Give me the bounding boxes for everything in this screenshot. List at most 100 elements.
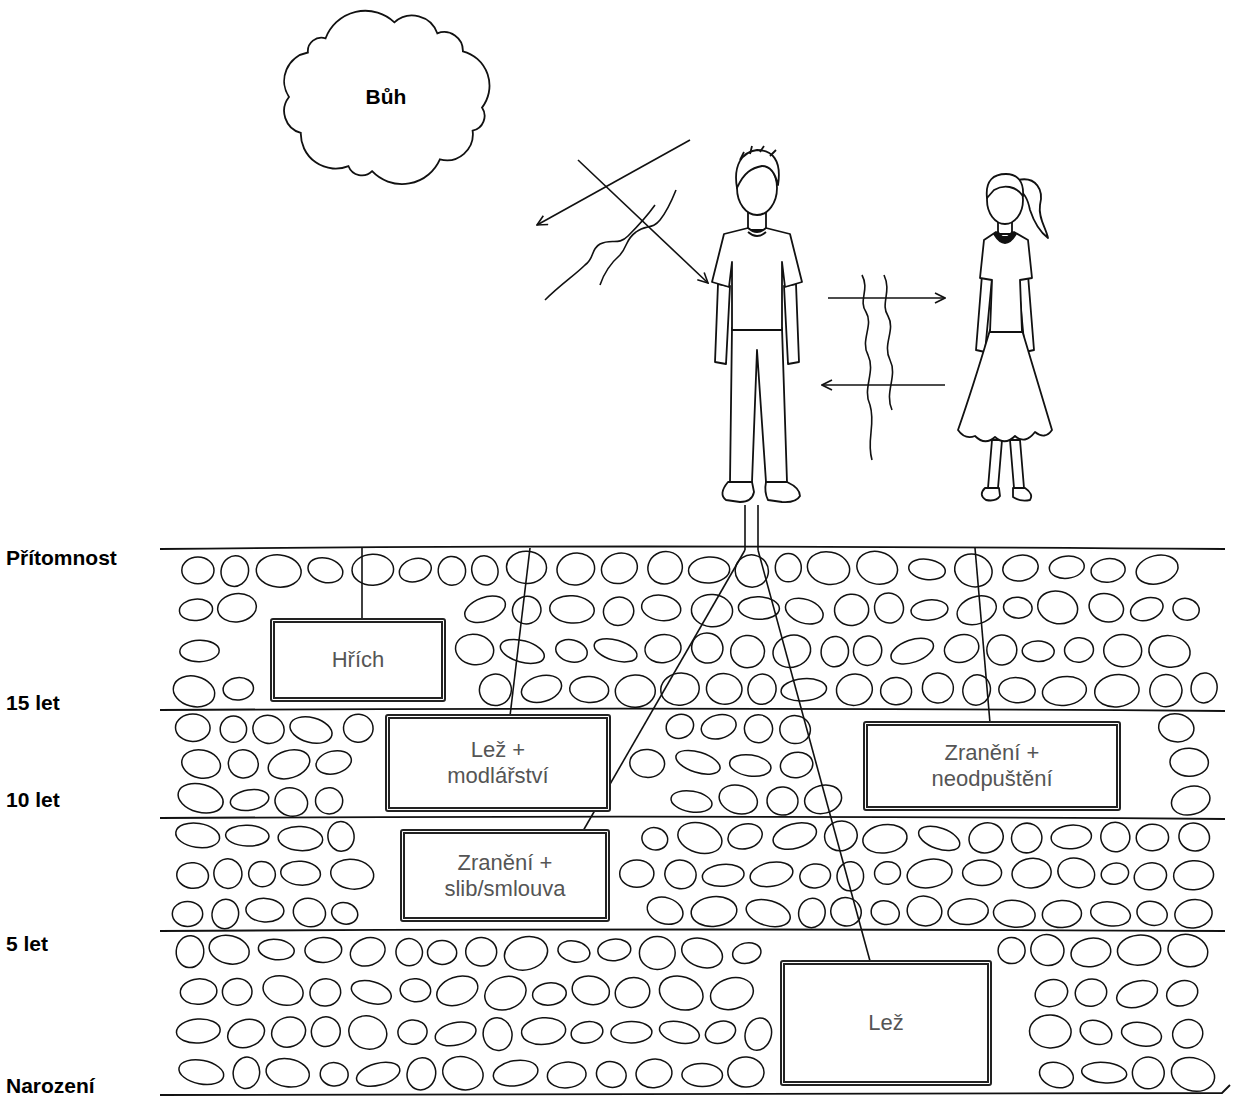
cobblestone	[319, 1061, 349, 1087]
cobblestone	[433, 1018, 479, 1049]
cobblestone	[688, 556, 730, 584]
cobblestone	[314, 786, 344, 815]
cobblestone	[853, 547, 901, 589]
cobblestone	[1136, 824, 1169, 852]
cobblestone	[1168, 782, 1213, 820]
cobblestone	[250, 712, 287, 746]
cobblestone	[828, 894, 864, 929]
memory-box: Zranění + slib/smlouva	[400, 829, 610, 922]
cobblestone	[176, 1018, 221, 1045]
break-line	[862, 275, 872, 460]
cobblestone	[226, 748, 260, 780]
cobblestone	[518, 671, 564, 707]
cobblestone	[612, 974, 653, 1011]
cobblestone	[640, 593, 683, 624]
cobblestone	[1029, 1014, 1072, 1049]
cobblestone	[669, 788, 713, 815]
break-line	[600, 190, 676, 285]
cobblestone	[690, 895, 738, 929]
layer-lines	[160, 547, 1230, 1096]
cobblestone	[728, 752, 772, 779]
leader-line	[758, 550, 870, 961]
break-line	[884, 275, 893, 410]
cobblestone	[998, 676, 1037, 704]
shoe	[765, 482, 800, 502]
leader-line	[361, 548, 363, 618]
cobblestone	[655, 970, 708, 1015]
cobblestone	[769, 630, 815, 672]
cobblestone	[1128, 594, 1167, 625]
cobblestone	[1089, 899, 1132, 929]
cobblestone	[531, 981, 567, 1007]
cobblestone	[439, 1052, 488, 1095]
cobblestone	[277, 825, 323, 852]
cobblestone	[871, 589, 907, 626]
cobblestone	[1175, 819, 1212, 854]
cobblestone	[1163, 976, 1201, 1010]
cobblestone	[343, 713, 374, 743]
cobblestone	[1008, 819, 1046, 856]
shoe	[982, 488, 1000, 501]
cobblestone	[962, 860, 1001, 886]
pants	[730, 328, 787, 482]
cobblestone	[1146, 670, 1187, 711]
cobblestone	[611, 1021, 652, 1043]
cobblestone	[1099, 861, 1130, 887]
cobblestone	[556, 938, 592, 965]
cobblestone	[1164, 930, 1211, 971]
cobblestone	[732, 552, 771, 590]
cobblestone	[1022, 640, 1055, 662]
cobblestone	[206, 931, 252, 968]
cobblestone	[644, 893, 687, 929]
cobblestone	[905, 893, 944, 928]
cobblestone	[351, 554, 394, 586]
ground-layers	[160, 505, 1230, 1097]
cobblestone	[880, 676, 913, 705]
cobblestone	[780, 677, 827, 703]
cobblestone	[798, 862, 832, 890]
cobblestone	[177, 1056, 226, 1088]
cobblestone	[699, 711, 739, 743]
cobblestone	[461, 591, 509, 628]
cobblestone	[1050, 824, 1092, 851]
time-label: Přítomnost	[6, 546, 117, 570]
memory-box: Zranění + neodpuštění	[863, 721, 1121, 811]
cobblestone	[1085, 589, 1127, 626]
cobblestone	[593, 1058, 629, 1091]
layer-line	[160, 709, 1225, 711]
cobblestone	[231, 1055, 262, 1090]
leader-line	[745, 505, 758, 550]
cobblestone	[260, 971, 307, 1009]
cobblestone	[491, 1057, 540, 1089]
node-text: Lež	[868, 1010, 903, 1036]
cobblestone	[501, 932, 552, 975]
cobblestone	[634, 1057, 673, 1090]
cobblestone	[179, 746, 223, 781]
collar	[994, 232, 1016, 243]
cobblestone	[345, 1011, 391, 1054]
cobblestone	[920, 671, 955, 705]
god-man-arrows	[537, 140, 708, 300]
cobblestone	[998, 937, 1026, 964]
cobblestone	[1131, 860, 1169, 894]
cobblestone	[682, 1063, 723, 1087]
legs	[988, 440, 1024, 488]
cobblestone	[179, 640, 219, 663]
node-text: Bůh	[366, 84, 407, 110]
cobblestone	[1147, 633, 1193, 670]
cobblestone	[1134, 898, 1170, 929]
cobblestone	[643, 547, 687, 589]
cobblestone	[179, 978, 217, 1006]
cobblestone	[218, 553, 252, 589]
cobblestone	[264, 1055, 312, 1090]
cobblestone	[663, 711, 697, 742]
woman-figure	[958, 174, 1052, 501]
memory-box: Lež	[780, 960, 992, 1086]
cobblestone	[222, 676, 254, 701]
skirt	[958, 330, 1052, 441]
arrow	[578, 160, 708, 283]
cobblestone	[1036, 1058, 1076, 1092]
cobblestone	[222, 978, 253, 1006]
cobblestone	[1128, 1053, 1168, 1093]
cobblestone	[476, 670, 515, 709]
